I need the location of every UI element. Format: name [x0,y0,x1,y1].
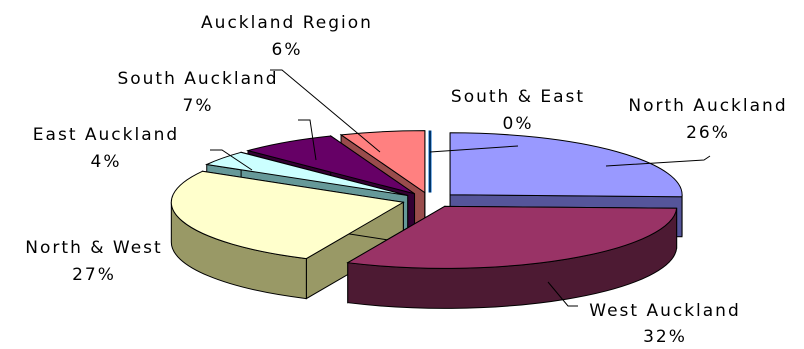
label-pct-south-auckland: 7% [183,96,214,116]
label-name-north-auckland: North Auckland [628,96,787,116]
label-pct-west-auckland: 32% [643,327,687,347]
label-name-south-east: South & East [451,87,585,107]
label-pct-north-west: 27% [72,265,116,285]
leader-line-north-auckland [605,155,711,167]
slice-north-west [170,170,405,260]
slice-auckland-region [339,130,426,194]
leader-line-west-auckland [547,281,578,307]
label-name-south-auckland: South Auckland [117,69,278,89]
leader-line-auckland-region [270,69,381,153]
slice-west-auckland [346,205,678,269]
slice-north-auckland [449,132,683,198]
label-name-east-auckland: East Auckland [33,125,179,145]
label-name-west-auckland: West Auckland [589,301,741,321]
leader-line-east-auckland [210,149,253,171]
slice-tops [170,130,683,269]
slice-east-auckland [205,151,408,196]
label-name-north-west: North & West [25,238,162,258]
label-pct-south-east: 0% [503,114,534,134]
slice-south-auckland [246,135,415,195]
label-pct-east-auckland: 4% [91,152,122,172]
label-name-auckland-region: Auckland Region [201,13,373,33]
leader-lines [210,69,711,307]
label-pct-north-auckland: 26% [686,123,730,143]
label-pct-auckland-region: 6% [272,40,303,60]
leader-line-south-east [429,145,519,153]
leader-line-south-auckland [298,119,317,161]
